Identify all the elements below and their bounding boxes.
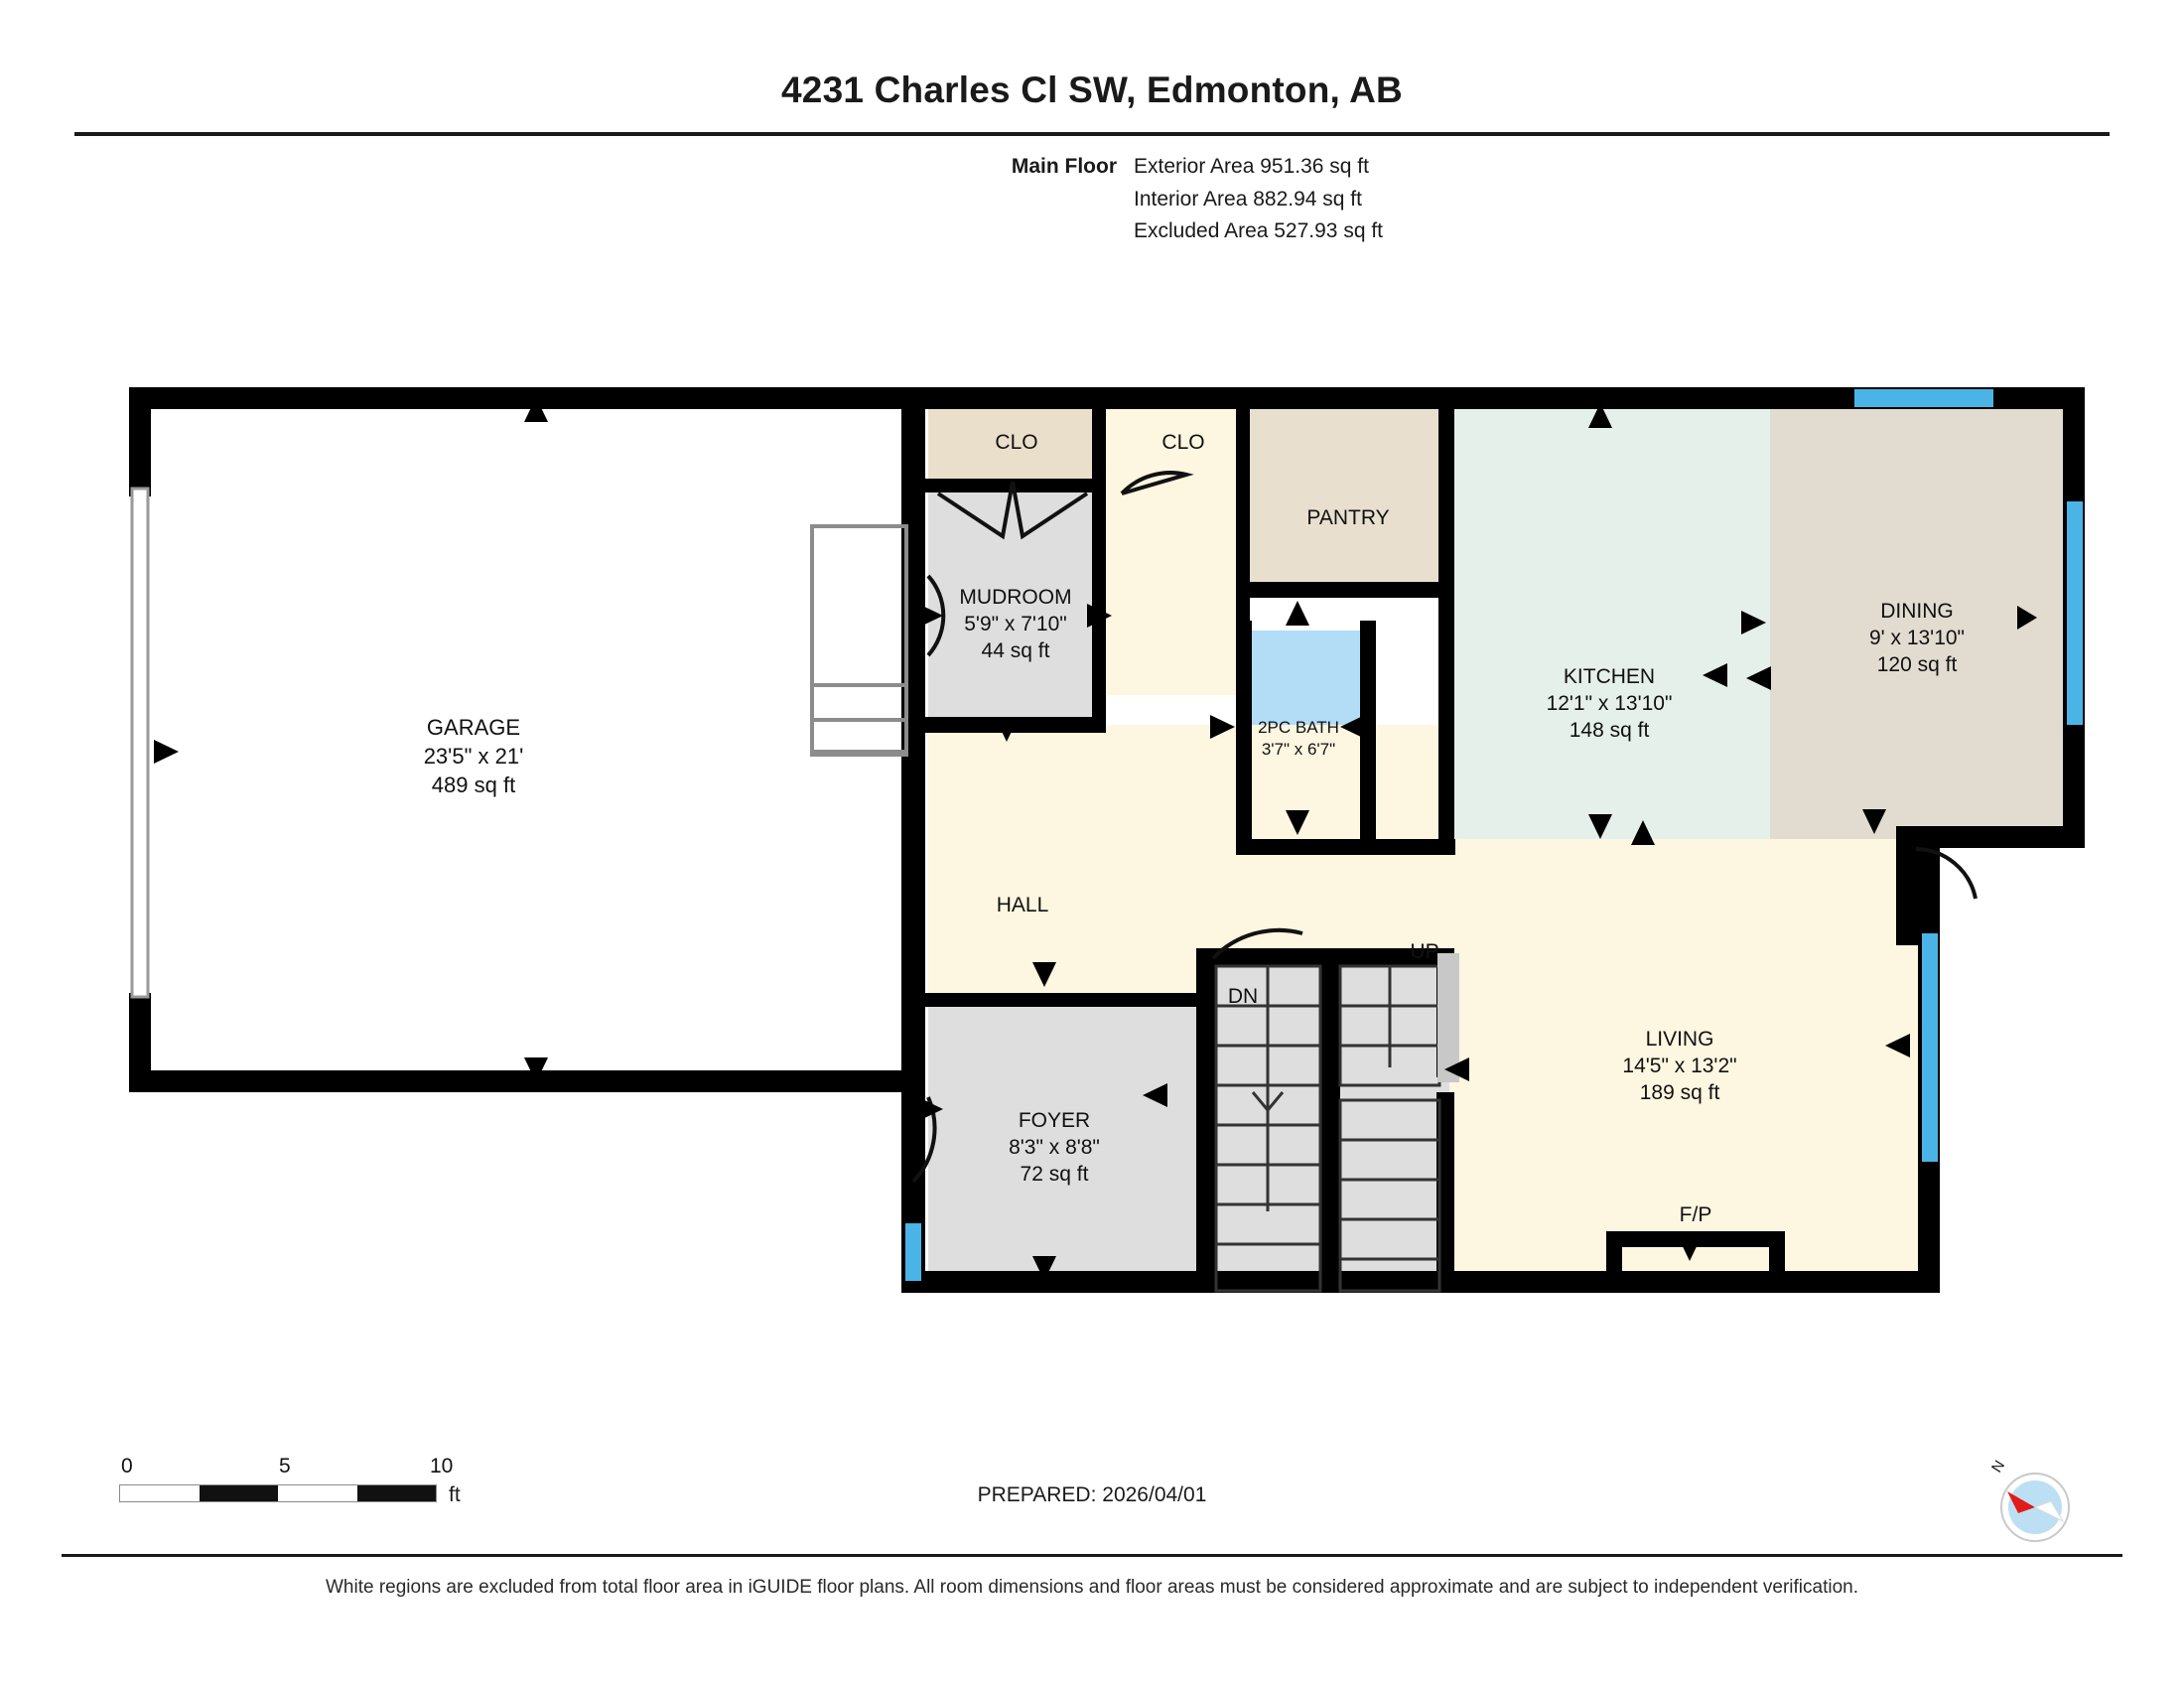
stair-landing xyxy=(1437,953,1459,1082)
room-fill-kitchen xyxy=(1452,397,1770,839)
excluded-area-text: Excluded Area 527.93 sq ft xyxy=(1134,219,1384,243)
door-closet-1b xyxy=(1011,481,1089,540)
compass-north-label: N xyxy=(1988,1460,2008,1476)
door-stair-top xyxy=(1211,927,1303,960)
label-foyer-dims: 8'3" x 8'8" xyxy=(1009,1136,1100,1159)
room-fill-pantry xyxy=(1244,397,1452,586)
label-living-area: 189 sq ft xyxy=(1640,1081,1720,1104)
scale-tick-5: 5 xyxy=(279,1455,291,1477)
window-garage-left xyxy=(130,487,150,999)
label-dining-area: 120 sq ft xyxy=(1877,653,1958,676)
floor-label: Main Floor xyxy=(1011,155,1117,178)
doors xyxy=(911,471,1978,1184)
view-direction-arrows xyxy=(154,397,2037,1281)
window-living-right xyxy=(1922,933,1938,1162)
label-kitchen-dims: 12'1" x 13'10" xyxy=(1547,692,1673,715)
label-garage-area: 489 sq ft xyxy=(432,773,515,797)
garage-steps xyxy=(810,524,908,757)
label-garage-name: GARAGE xyxy=(427,715,520,740)
room-fill-garage xyxy=(139,397,913,1082)
label-stairs-up: UP xyxy=(1410,940,1438,963)
label-foyer-area: 72 sq ft xyxy=(1021,1163,1089,1186)
label-dining-name: DINING xyxy=(1880,600,1954,623)
compass-needle-south xyxy=(2033,1500,2065,1523)
label-kitchen-name: KITCHEN xyxy=(1564,665,1655,688)
disclaimer-text: White regions are excluded from total fl… xyxy=(325,1577,1859,1598)
scale-tick-10: 10 xyxy=(430,1455,454,1477)
scale-tick-0: 0 xyxy=(121,1455,133,1477)
door-closet-2 xyxy=(1120,471,1194,495)
window-dining-right xyxy=(2067,501,2083,725)
page-title: 4231 Charles Cl SW, Edmonton, AB xyxy=(781,70,1403,110)
window-foyer-left xyxy=(905,1223,921,1281)
label-closet-1: CLO xyxy=(995,431,1037,454)
label-living-name: LIVING xyxy=(1646,1028,1714,1051)
stairs-up xyxy=(1338,964,1441,1293)
compass-rose: N xyxy=(1988,1460,2070,1542)
room-labels: GARAGE 23'5" x 21' 489 sq ft CLO CLO MUD… xyxy=(424,431,1965,1226)
room-fill-hall-upper xyxy=(1105,397,1244,695)
door-closet-1 xyxy=(936,481,1015,540)
label-fireplace: F/P xyxy=(1680,1203,1712,1226)
room-fill-foyer xyxy=(928,1003,1206,1286)
scale-segment xyxy=(120,1485,200,1501)
door-dining-patio xyxy=(1915,847,1978,900)
label-closet-2: CLO xyxy=(1161,431,1204,454)
label-living-dims: 14'5" x 13'2" xyxy=(1622,1055,1736,1077)
room-fill-mudroom xyxy=(928,487,1099,725)
label-stairs-dn: DN xyxy=(1228,985,1258,1008)
label-hall: HALL xyxy=(997,894,1049,916)
scale-bar xyxy=(119,1484,437,1502)
label-mudroom-area: 44 sq ft xyxy=(982,639,1050,662)
scale-segment xyxy=(199,1485,278,1501)
interior-area-text: Interior Area 882.94 sq ft xyxy=(1134,187,1362,211)
title-divider xyxy=(74,132,2110,136)
room-fill-living xyxy=(1452,839,1929,1286)
label-mudroom-dims: 5'9" x 7'10" xyxy=(964,613,1067,635)
interior-walls xyxy=(925,397,1940,1291)
prepared-date: PREPARED: 2026/04/01 xyxy=(977,1483,1207,1506)
footer-divider xyxy=(62,1554,2122,1557)
label-pantry: PANTRY xyxy=(1306,506,1389,529)
scale-unit-label: ft xyxy=(449,1483,461,1506)
exterior-area-text: Exterior Area 951.36 sq ft xyxy=(1134,155,1369,178)
label-kitchen-area: 148 sq ft xyxy=(1570,719,1650,742)
label-foyer-name: FOYER xyxy=(1019,1109,1090,1132)
stairs-down xyxy=(1214,964,1322,1293)
scale-segment xyxy=(278,1485,357,1501)
compass-needle-north xyxy=(2007,1491,2035,1513)
label-bath-name: 2PC BATH xyxy=(1258,718,1339,737)
label-bath-dims: 3'7" x 6'7" xyxy=(1262,740,1335,759)
label-garage-dims: 23'5" x 21' xyxy=(424,744,524,769)
scale-segment xyxy=(356,1485,436,1501)
label-mudroom-name: MUDROOM xyxy=(959,586,1071,609)
windows xyxy=(130,389,2083,1281)
window-top-dining xyxy=(1854,389,1993,407)
floor-summary: Main Floor Exterior Area 951.36 sq ft In… xyxy=(983,151,1383,248)
label-dining-dims: 9' x 13'10" xyxy=(1869,627,1965,649)
room-fill-closet-1 xyxy=(928,397,1099,487)
door-mudroom-garage xyxy=(926,574,946,657)
